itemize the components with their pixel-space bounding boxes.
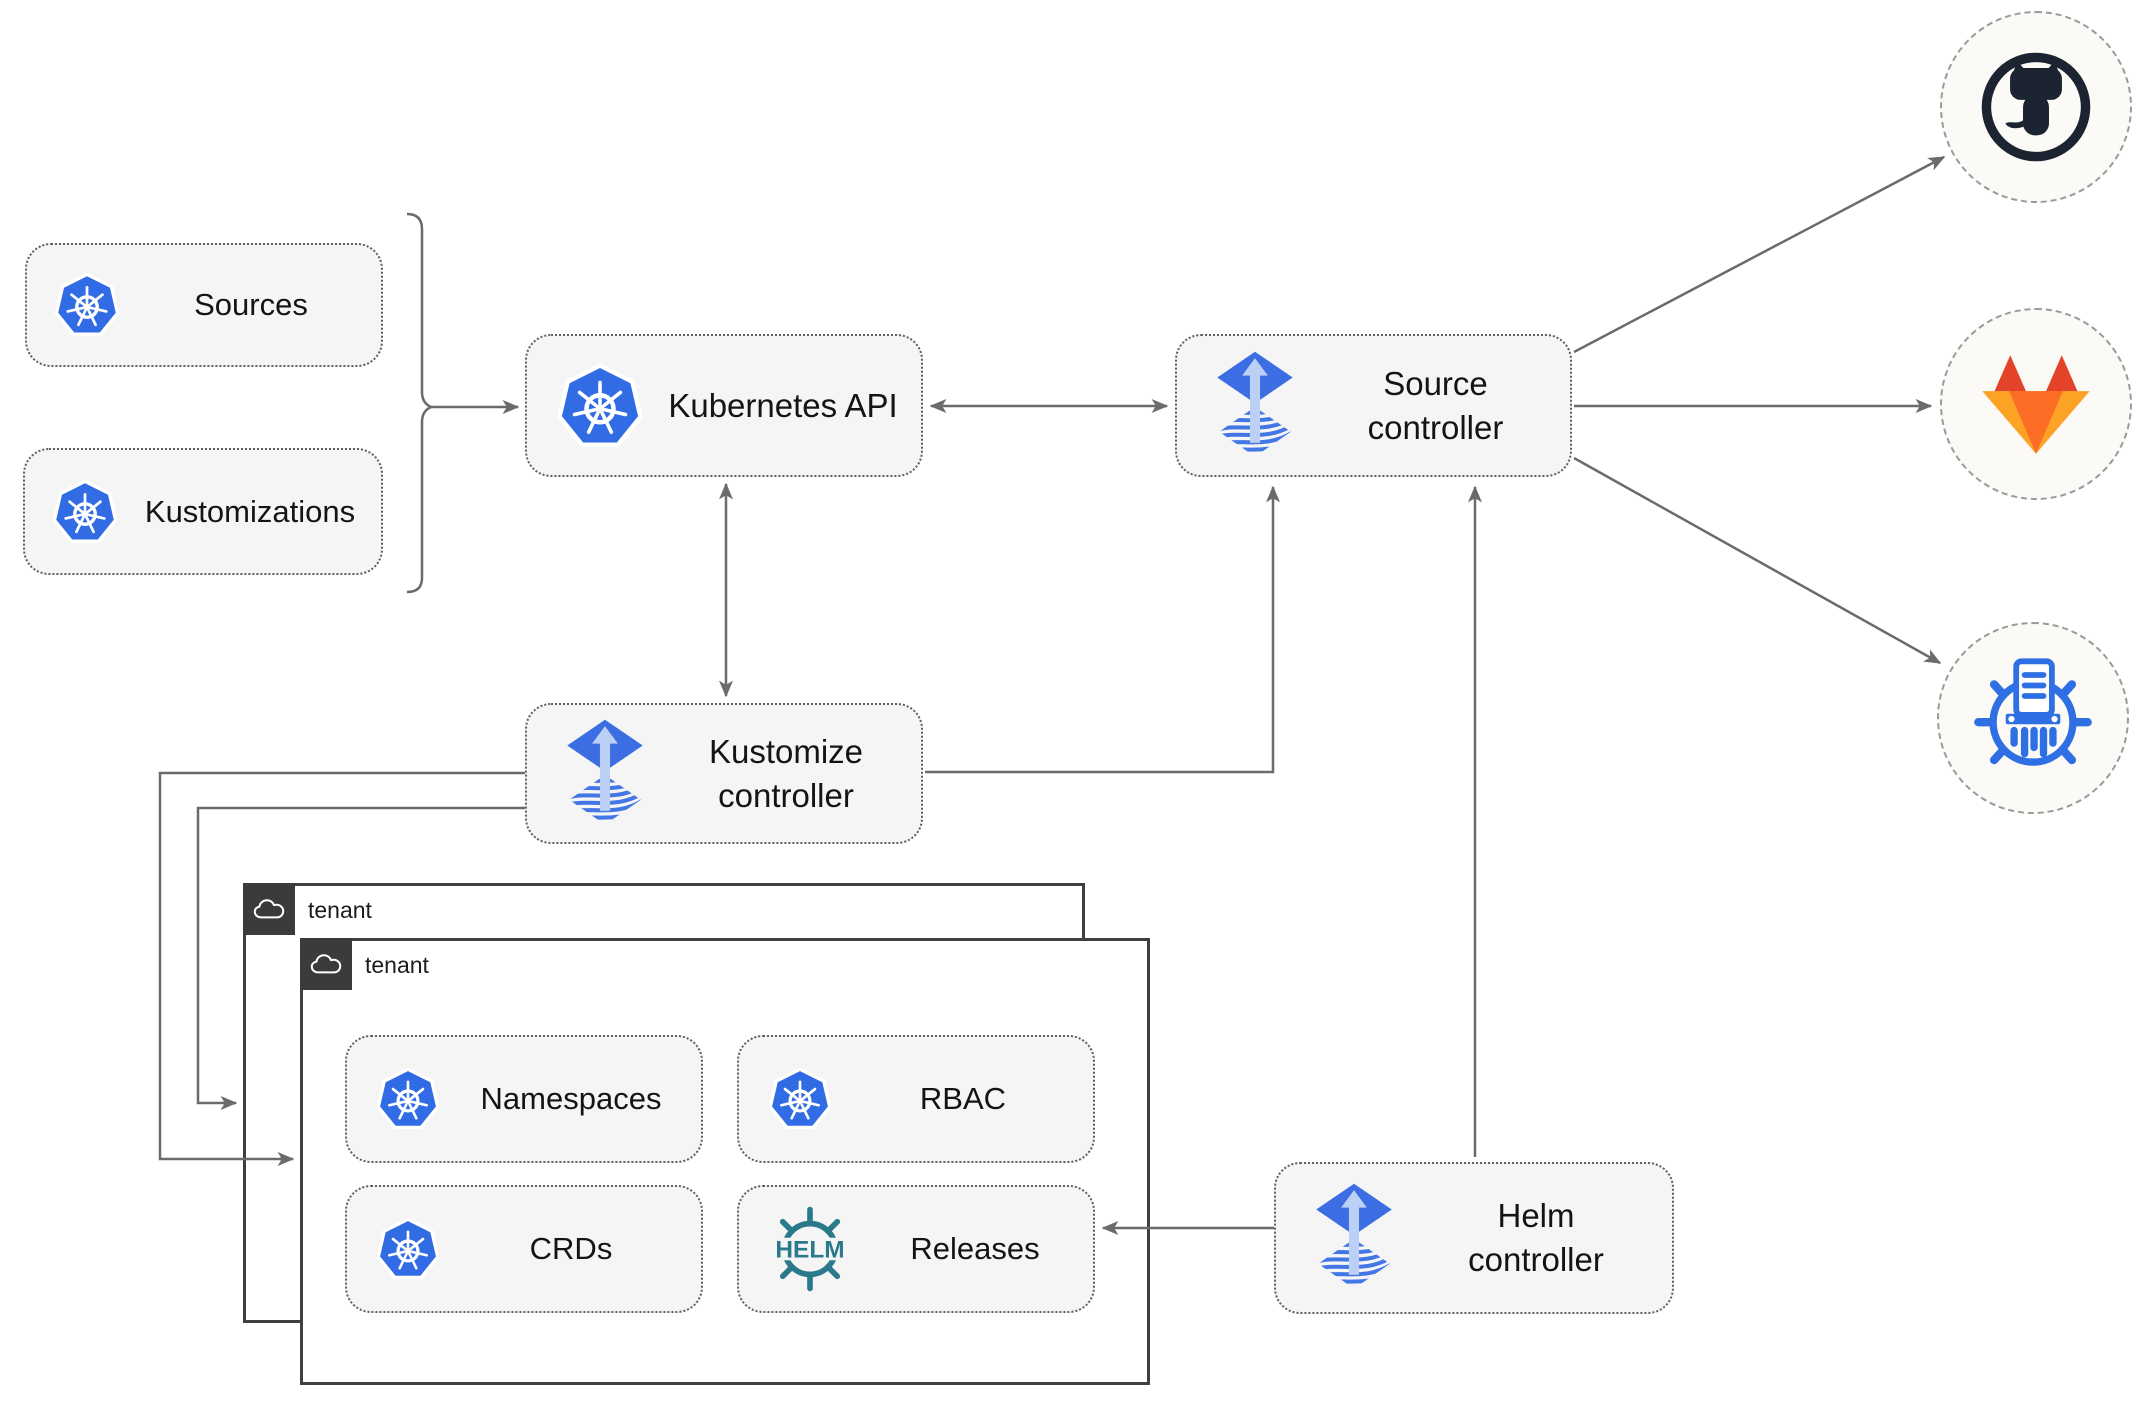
node-kubernetes-api-label: Kubernetes API bbox=[668, 386, 898, 424]
node-rbac-label: RBAC bbox=[919, 1081, 1007, 1116]
helm-wordmark: HELM bbox=[775, 1236, 844, 1263]
kubernetes-icon bbox=[53, 271, 121, 339]
flux-icon bbox=[1209, 350, 1301, 462]
tenant-inner-tab bbox=[300, 938, 352, 990]
kubernetes-icon bbox=[51, 478, 119, 546]
node-kubernetes-api: Kubernetes API bbox=[525, 334, 923, 477]
node-crds-label: CRDs bbox=[529, 1231, 613, 1266]
edge-source-to-shredder bbox=[1573, 456, 1942, 665]
cloud-icon bbox=[251, 896, 287, 922]
node-source-controller: Source controller bbox=[1175, 334, 1572, 477]
node-source-controller-label: Source controller bbox=[1367, 364, 1504, 446]
node-releases: HELM Releases bbox=[737, 1185, 1095, 1313]
node-sources: Sources bbox=[25, 243, 383, 367]
tenant-inner-label: tenant bbox=[365, 952, 429, 978]
flux-icon bbox=[1308, 1182, 1400, 1294]
external-github bbox=[1940, 11, 2132, 203]
node-releases-label: Releases bbox=[910, 1231, 1040, 1266]
gitlab-tanuki-icon bbox=[1980, 353, 2092, 456]
tenant-outer-label: tenant bbox=[308, 897, 372, 923]
kubernetes-icon bbox=[767, 1066, 833, 1132]
node-kustomizations-label: Kustomizations bbox=[144, 493, 356, 529]
cloud-icon bbox=[308, 951, 344, 977]
node-helm-controller-label: Helm controller bbox=[1468, 1197, 1604, 1278]
kubernetes-icon bbox=[375, 1066, 441, 1132]
github-octocat-icon bbox=[1977, 48, 2095, 166]
node-namespaces: Namespaces bbox=[345, 1035, 703, 1163]
document-shredder-wheel-icon bbox=[1970, 655, 2096, 781]
node-namespaces-label: Namespaces bbox=[480, 1081, 662, 1116]
helm-icon: HELM bbox=[774, 1206, 846, 1292]
node-kustomize-controller-label: Kustomize controller bbox=[708, 732, 864, 814]
node-kustomizations: Kustomizations bbox=[23, 448, 383, 575]
kubernetes-icon bbox=[375, 1216, 441, 1282]
external-artifact-shredder bbox=[1937, 622, 2129, 814]
brace-sources-kustomizations bbox=[406, 212, 435, 594]
kubernetes-icon bbox=[555, 361, 645, 451]
edge-kustomize-to-source-controller bbox=[925, 485, 1280, 774]
node-rbac: RBAC bbox=[737, 1035, 1095, 1163]
flux-icon bbox=[559, 718, 651, 830]
external-gitlab bbox=[1940, 308, 2132, 500]
node-helm-controller: Helm controller bbox=[1274, 1162, 1674, 1314]
edge-source-to-github bbox=[1573, 155, 1946, 354]
node-sources-label: Sources bbox=[194, 287, 308, 322]
node-kustomize-controller: Kustomize controller bbox=[525, 703, 923, 844]
tenant-outer-tab bbox=[243, 883, 295, 935]
node-crds: CRDs bbox=[345, 1185, 703, 1313]
